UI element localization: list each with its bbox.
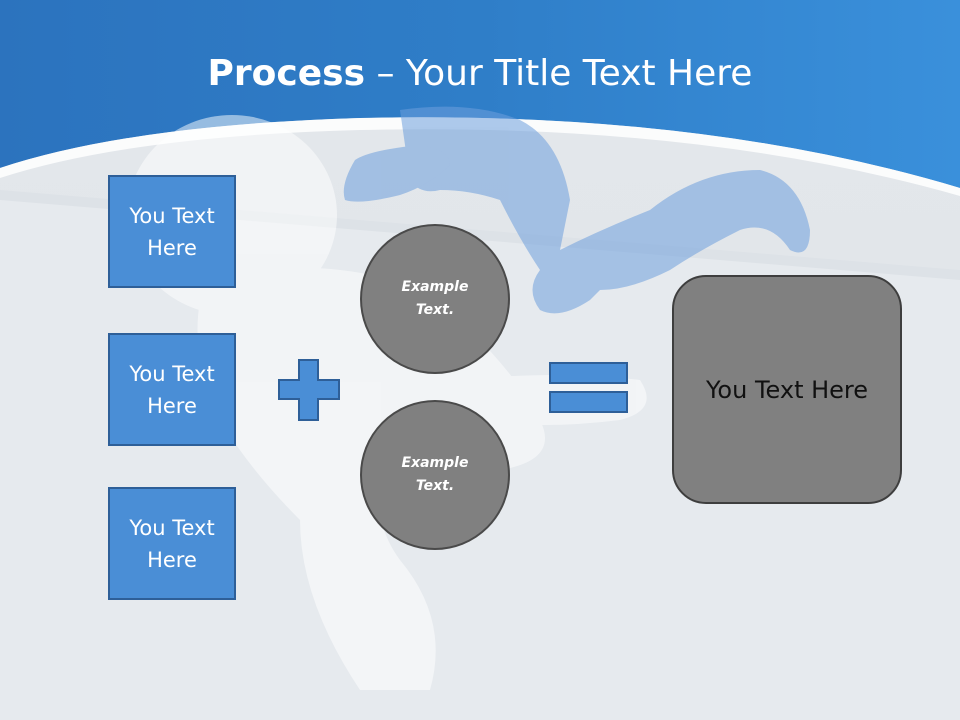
circle-label: Example Text. [401, 455, 469, 494]
circle-2: Example Text. [360, 400, 510, 550]
circle-1: Example Text. [360, 224, 510, 374]
plus-icon [278, 359, 340, 421]
input-box-label: You Text Here [129, 361, 215, 418]
circle-label: Example Text. [401, 279, 469, 318]
input-box-1: You Text Here [108, 175, 236, 288]
input-box-label: You Text Here [129, 203, 215, 260]
title-rest-text: – Your Title Text Here [365, 53, 753, 94]
input-box-label: You Text Here [129, 515, 215, 572]
result-box: You Text Here [672, 275, 902, 504]
input-box-2: You Text Here [108, 333, 236, 446]
slide-title: Process – Your Title Text Here [0, 52, 960, 96]
title-bold-text: Process [207, 53, 366, 94]
result-box-label: You Text Here [705, 375, 869, 404]
equals-icon [549, 362, 628, 413]
input-box-3: You Text Here [108, 487, 236, 600]
